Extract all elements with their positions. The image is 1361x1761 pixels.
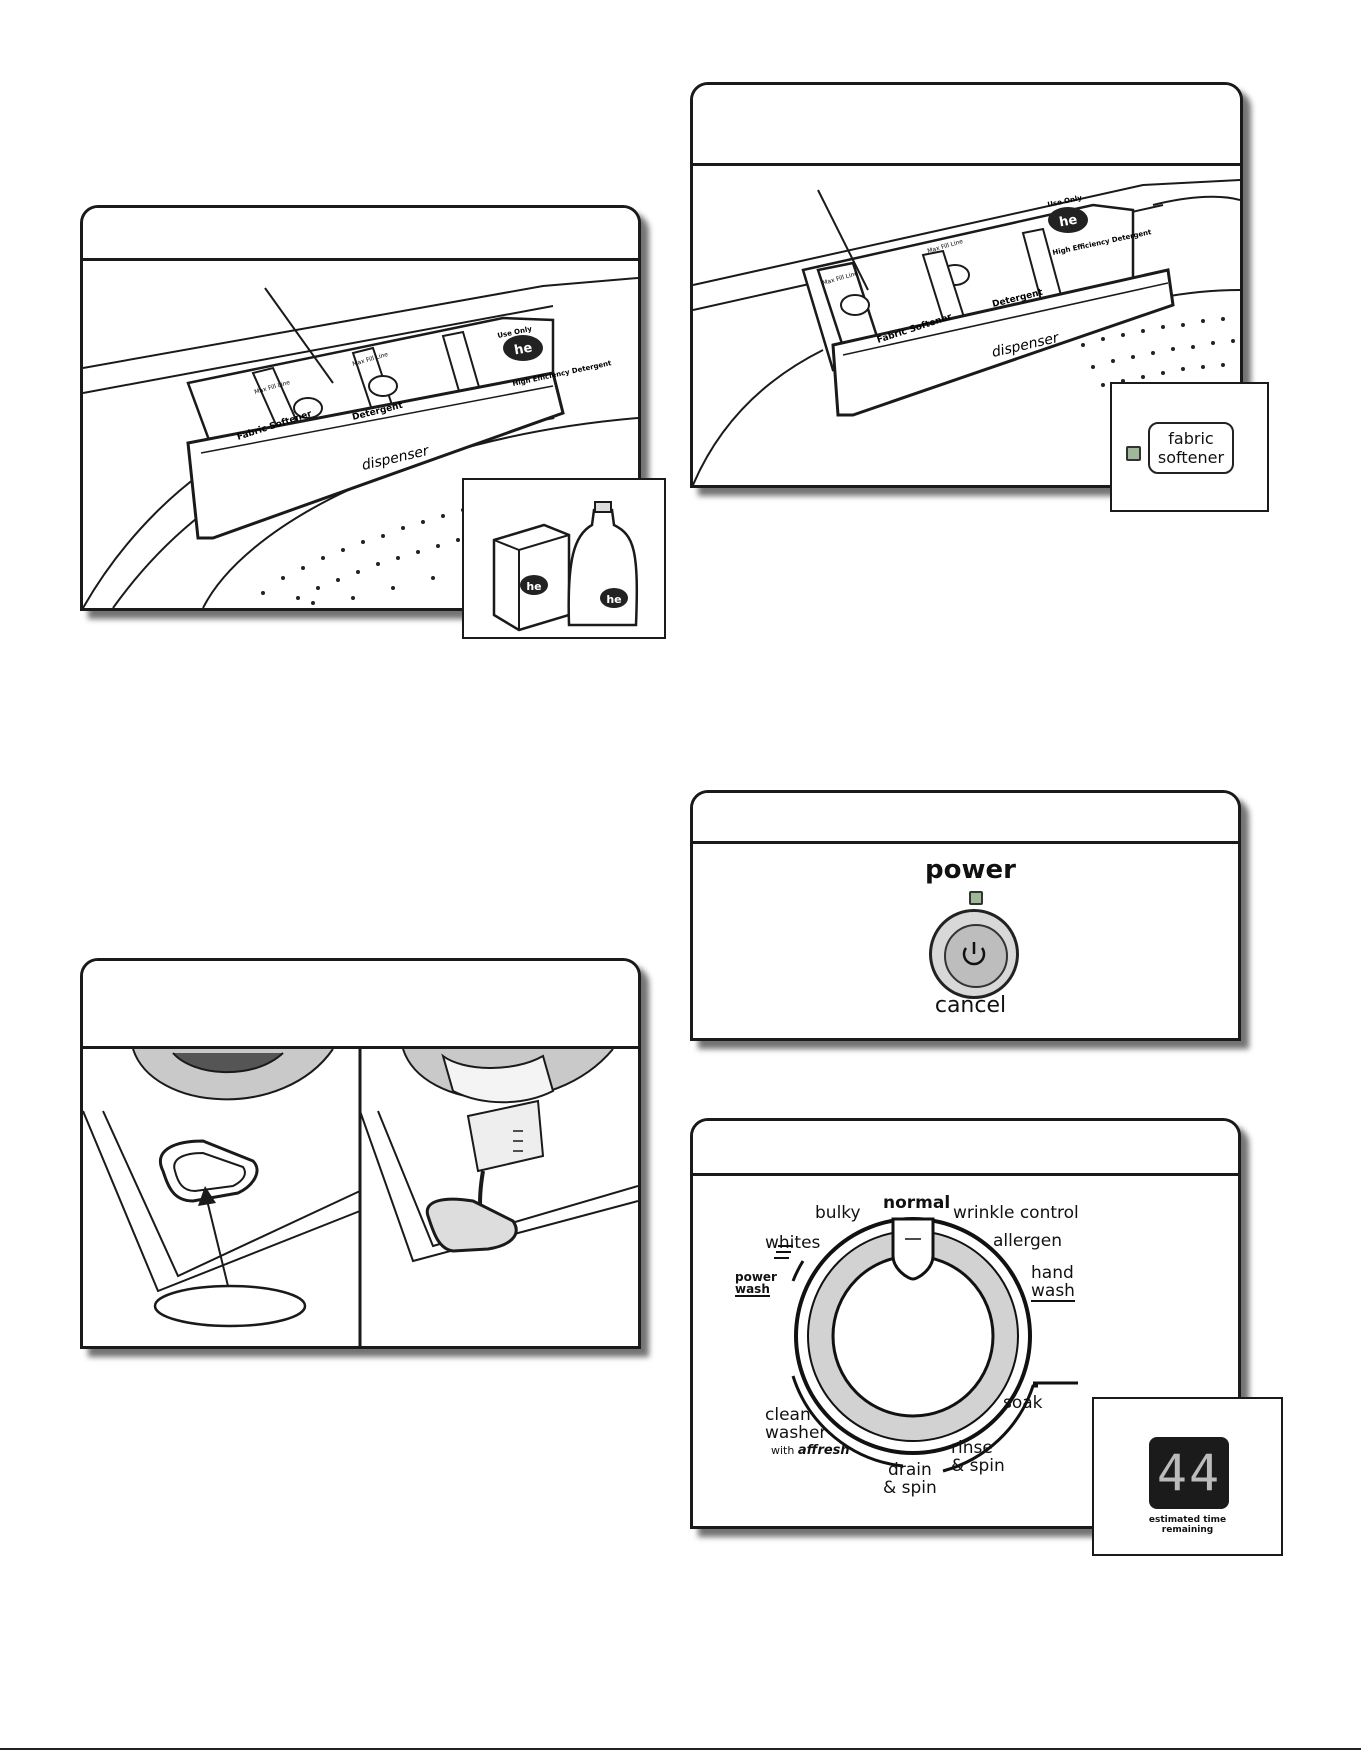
rinse-spin-line-1: rinse [951,1438,993,1458]
svg-text:he: he [526,580,541,593]
power-icon [962,942,986,966]
power-cancel-button[interactable] [929,909,1019,999]
drain-spin-line-2: & spin [883,1478,937,1498]
cycle-power-wash[interactable]: power wash [735,1271,777,1297]
cancel-label: cancel [934,993,1007,1018]
detergent-pour-illustration [83,1046,638,1346]
panel-header [83,208,638,261]
cycle-bulky[interactable]: bulky [815,1203,861,1223]
softener-led [1126,446,1141,461]
estimated-time-inset: 44 estimated time remaining [1092,1397,1283,1556]
clean-washer-with: with [771,1444,795,1457]
power-led [969,891,983,905]
panel-header [83,961,638,1049]
rinse-spin-line-2: & spin [951,1456,1005,1476]
svg-text:he: he [606,593,621,606]
tub-holes [1081,317,1235,387]
cycle-wrinkle-control[interactable]: wrinkle control [953,1203,1079,1223]
cycle-drain-spin[interactable]: drain & spin [883,1461,937,1497]
use-only-label: Use Only [1047,194,1083,209]
fabric-softener-inset: fabric softener [1110,382,1269,512]
svg-text:he: he [513,340,534,358]
time-caption-2: remaining [1161,1525,1214,1535]
dispenser-panel-top-left: he dispenser Fabric Softener Detergent U… [80,205,641,611]
fabric-softener-button[interactable]: fabric softener [1148,422,1234,474]
panel-header [693,85,1240,166]
fabric-softener-label-1: fabric [1168,429,1214,448]
callout-oval [153,1284,307,1328]
cycle-normal[interactable]: normal [883,1193,951,1213]
time-caption-1: estimated time [1148,1515,1227,1525]
affresh-logo: affresh [797,1443,850,1458]
hand-wash-line-2: wash [1031,1281,1075,1302]
time-digits: 44 [1156,1444,1222,1502]
cycle-rinse-spin[interactable]: rinse & spin [951,1439,1005,1475]
detergent-pour-panel [80,958,641,1349]
cycle-hand-wash[interactable]: hand wash [1031,1264,1075,1302]
drain-spin-line-1: drain [888,1460,932,1480]
leader-line [264,287,334,384]
power-panel: power cancel [690,790,1241,1041]
he-products-illustration: he he [492,501,639,632]
leader-line [817,189,869,291]
power-label: power [925,855,1016,885]
panel-header [693,1121,1238,1176]
clean-washer-line-1: clean [765,1405,811,1425]
cycle-panel: bulky normal wrinkle control whites alle… [690,1118,1241,1529]
time-caption: estimated time remaining [1094,1515,1281,1535]
cycle-clean-washer[interactable]: clean washer with affresh [765,1406,850,1460]
time-display: 44 [1149,1437,1229,1509]
svg-text:he: he [1058,212,1079,230]
cycle-knob-illustration [774,1217,1078,1473]
dispenser-illustration: he dispenser Fabric Softener Detergent U… [83,277,638,608]
panel-header [693,793,1238,844]
dispenser-illustration: he dispenser Fabric Softener Detergent U… [693,179,1240,485]
page-footer-rule [0,1748,1361,1750]
cycle-soak[interactable]: soak [1003,1393,1043,1413]
clean-washer-line-2: washer [765,1423,827,1443]
pointer-arrow [205,1195,229,1287]
clean-washer-affresh: with affresh [765,1442,850,1460]
cycle-whites[interactable]: whites [765,1233,821,1253]
cycle-allergen[interactable]: allergen [993,1231,1063,1251]
power-wash-line-1: power [735,1270,777,1284]
he-products-inset: he he [462,478,666,639]
knob-pointer [891,1217,935,1281]
power-wash-line-2: wash [735,1282,770,1297]
power-button-inner [944,924,1008,988]
hand-wash-line-1: hand [1031,1263,1074,1283]
fabric-softener-label-2: softener [1157,448,1225,467]
